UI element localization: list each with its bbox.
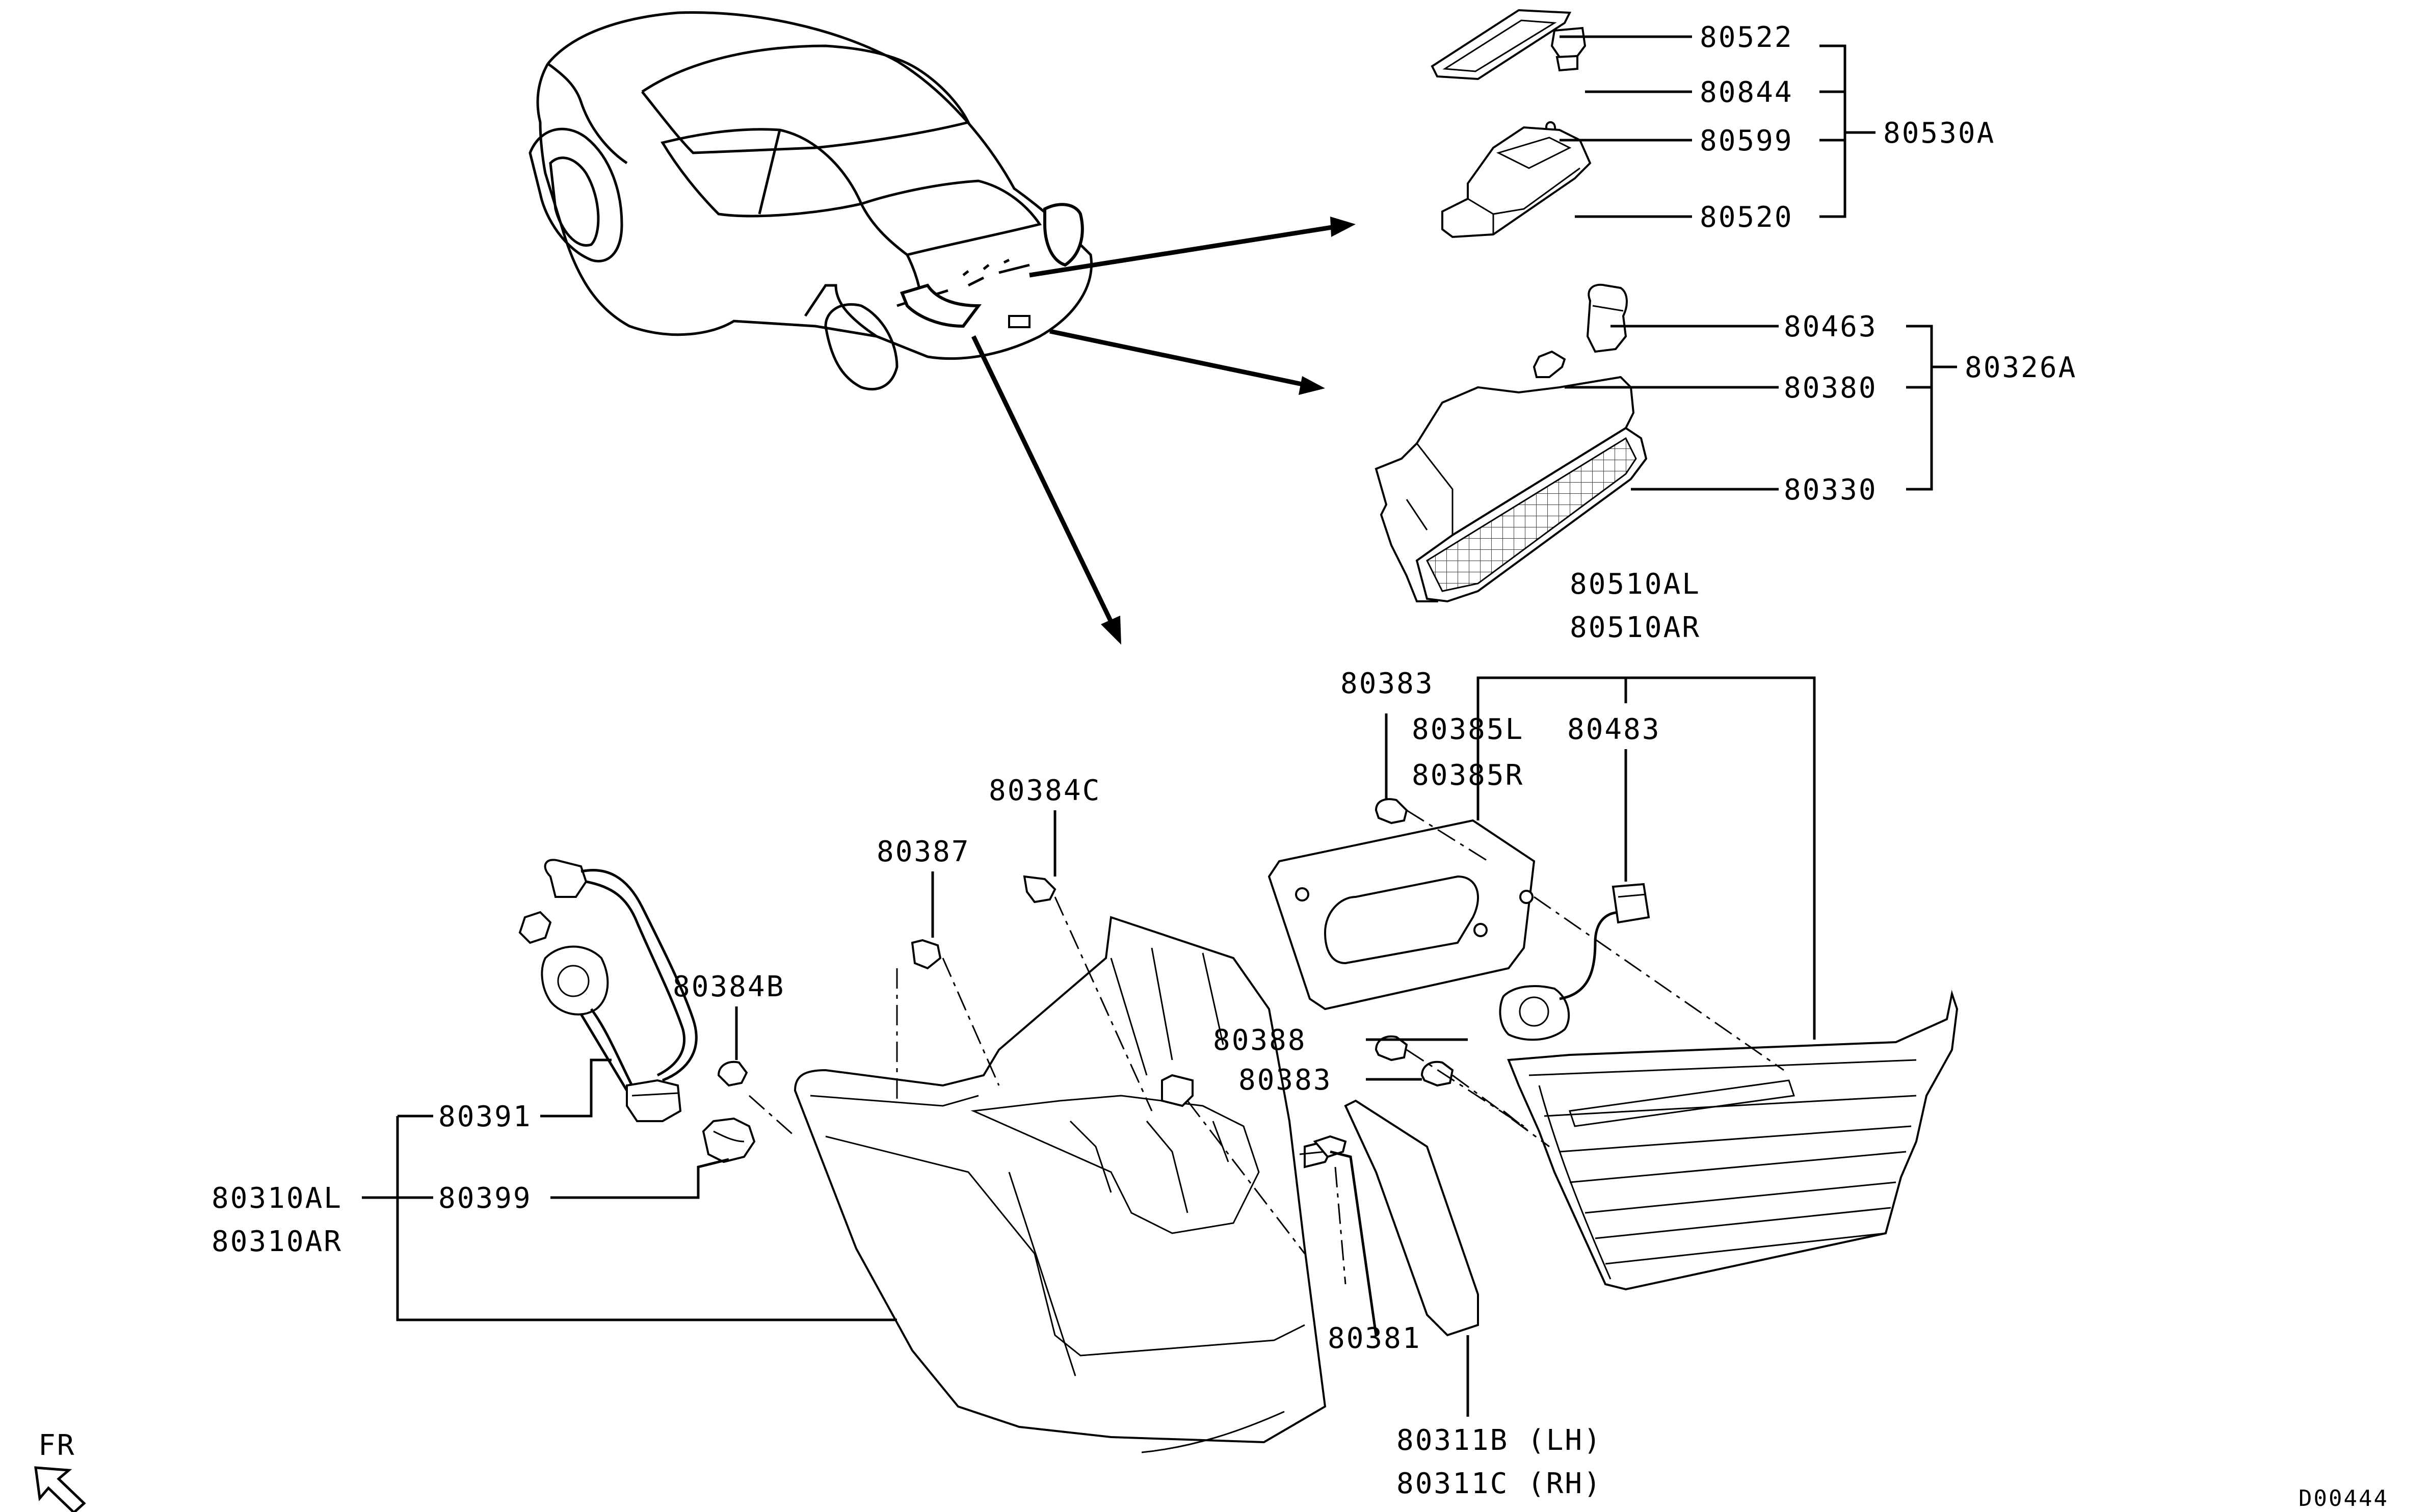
part-labels: 80522 80844 80599 80520 80530A 80463 803… [212, 21, 2077, 1500]
label-80483: 80483 [1567, 713, 1661, 746]
outer-lamp-group [518, 859, 1479, 1453]
label-80522: 80522 [1700, 21, 1793, 54]
label-80520: 80520 [1700, 201, 1793, 234]
label-80399: 80399 [438, 1182, 532, 1215]
label-80388: 80388 [1213, 1024, 1307, 1057]
inner-lamp-group [1267, 798, 1959, 1291]
label-80384C: 80384C [989, 774, 1101, 807]
label-80510AL: 80510AL [1570, 568, 1701, 601]
label-80326A: 80326A [1965, 351, 2077, 384]
label-80599: 80599 [1700, 124, 1793, 157]
label-80387: 80387 [877, 835, 970, 868]
label-80330: 80330 [1784, 473, 1878, 507]
vehicle-illustration [529, 11, 1093, 391]
orientation-label: FR [38, 1429, 75, 1462]
backup-lamp-group [1375, 283, 1648, 603]
label-80381: 80381 [1328, 1322, 1421, 1355]
label-80463: 80463 [1784, 310, 1878, 343]
label-80844: 80844 [1700, 76, 1793, 109]
label-80384B: 80384B [673, 970, 785, 1003]
label-80391: 80391 [438, 1100, 532, 1133]
drawing-id: D00444 [2299, 1486, 2389, 1511]
license-lamp-group [1431, 9, 1592, 238]
label-80311C: 80311C (RH) [1396, 1467, 1602, 1500]
label-80530A: 80530A [1883, 117, 1995, 150]
orientation-indicator: FR [34, 1429, 86, 1512]
callout-arrows [971, 217, 1356, 645]
label-80383-top: 80383 [1340, 667, 1434, 700]
label-80385L: 80385L [1412, 713, 1524, 746]
front-arrow-icon [34, 1466, 86, 1512]
label-80310AL: 80310AL [212, 1182, 342, 1215]
label-80311B: 80311B (LH) [1396, 1424, 1602, 1457]
label-80510AR: 80510AR [1570, 611, 1701, 644]
label-80380: 80380 [1784, 372, 1878, 405]
leader-lines [362, 35, 1957, 1417]
label-80310AR: 80310AR [212, 1225, 342, 1258]
label-80383-mid: 80383 [1238, 1064, 1332, 1097]
label-80385R: 80385R [1412, 759, 1524, 792]
